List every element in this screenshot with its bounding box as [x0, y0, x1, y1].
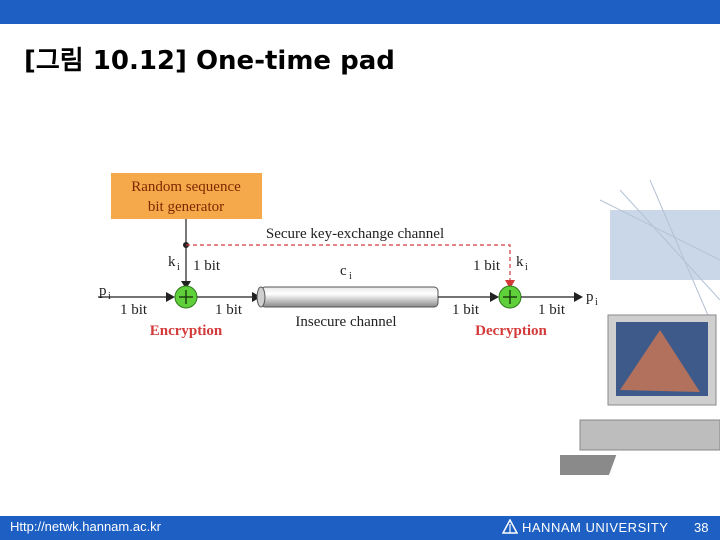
- encryption-label: Encryption: [150, 323, 223, 339]
- c-out-bit-label: 1 bit: [215, 302, 243, 318]
- key-arrow-right: [505, 280, 515, 289]
- k-left-subscript: i: [177, 262, 180, 273]
- generator-label-line2: bit generator: [148, 199, 224, 215]
- key-arrow-left: [181, 281, 191, 289]
- footer-university: HANNAM UNIVERSITY: [522, 520, 669, 535]
- secure-channel-label: Secure key-exchange channel: [266, 226, 444, 242]
- c-label: c: [340, 263, 347, 279]
- secure-key-channel-line: [186, 244, 511, 283]
- university-logo-icon: [502, 519, 518, 534]
- p-out-bit-label: 1 bit: [538, 302, 566, 318]
- k-right-subscript: i: [525, 262, 528, 273]
- plaintext-in-arrow: [166, 292, 175, 302]
- insecure-channel-pipe: [260, 286, 439, 308]
- k-right-bit-label: 1 bit: [473, 258, 501, 274]
- p-right-label: p: [586, 289, 594, 305]
- cipher-in-arrow: [490, 292, 499, 302]
- k-right-label: k: [516, 254, 524, 270]
- bottom-bar: [0, 516, 720, 540]
- top-bar: [0, 0, 720, 24]
- c-in-bit-label: 1 bit: [452, 302, 480, 318]
- random-bit-generator-box: [111, 173, 262, 219]
- p-in-bit-label: 1 bit: [120, 302, 148, 318]
- footer-url[interactable]: Http://netwk.hannam.ac.kr: [10, 519, 162, 534]
- k-left-label: k: [168, 254, 176, 270]
- k-left-bit-label: 1 bit: [193, 258, 221, 274]
- decorative-computer-graphic: [560, 179, 720, 475]
- insecure-channel-label: Insecure channel: [295, 314, 396, 330]
- decryption-label: Decryption: [475, 323, 547, 339]
- p-right-subscript: i: [595, 297, 598, 308]
- pipe-left-cap: [256, 286, 266, 308]
- slide-title: [그림 10.12] One-time pad: [24, 46, 395, 76]
- p-left-label: p: [99, 283, 107, 299]
- c-subscript: i: [349, 271, 352, 282]
- generator-label-line1: Random sequence: [131, 179, 241, 195]
- plaintext-out-arrow: [574, 292, 583, 302]
- page-number: 38: [694, 520, 709, 535]
